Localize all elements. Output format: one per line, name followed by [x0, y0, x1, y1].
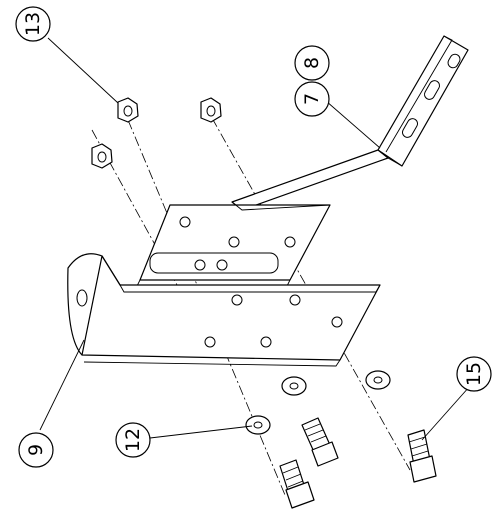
callout-9-label: 9 [25, 444, 47, 456]
bolt-1 [301, 417, 339, 467]
washer-3 [365, 370, 391, 390]
hex-nut-3 [91, 143, 113, 169]
callout-8-label: 8 [301, 57, 323, 69]
callout-8: 8 [294, 45, 330, 81]
callout-15: 15 [456, 356, 492, 392]
leader-lines [39, 37, 471, 441]
lower-bracket [67, 253, 381, 367]
callout-12: 12 [115, 422, 151, 458]
hex-nut-1 [117, 97, 139, 123]
washer-1 [245, 415, 271, 435]
upper-bracket [135, 35, 469, 289]
washer-2 [281, 376, 307, 396]
callout-12-label: 12 [122, 428, 144, 452]
callout-15-label: 15 [463, 362, 485, 386]
callout-7-label: 7 [301, 93, 323, 105]
callout-7: 7 [294, 81, 330, 117]
hex-nut-2 [200, 97, 222, 123]
callout-13-label: 13 [22, 12, 44, 36]
callout-13: 13 [15, 6, 51, 42]
bolt-3 [279, 459, 315, 509]
bolt-2 [407, 429, 437, 483]
callout-9: 9 [18, 432, 54, 468]
